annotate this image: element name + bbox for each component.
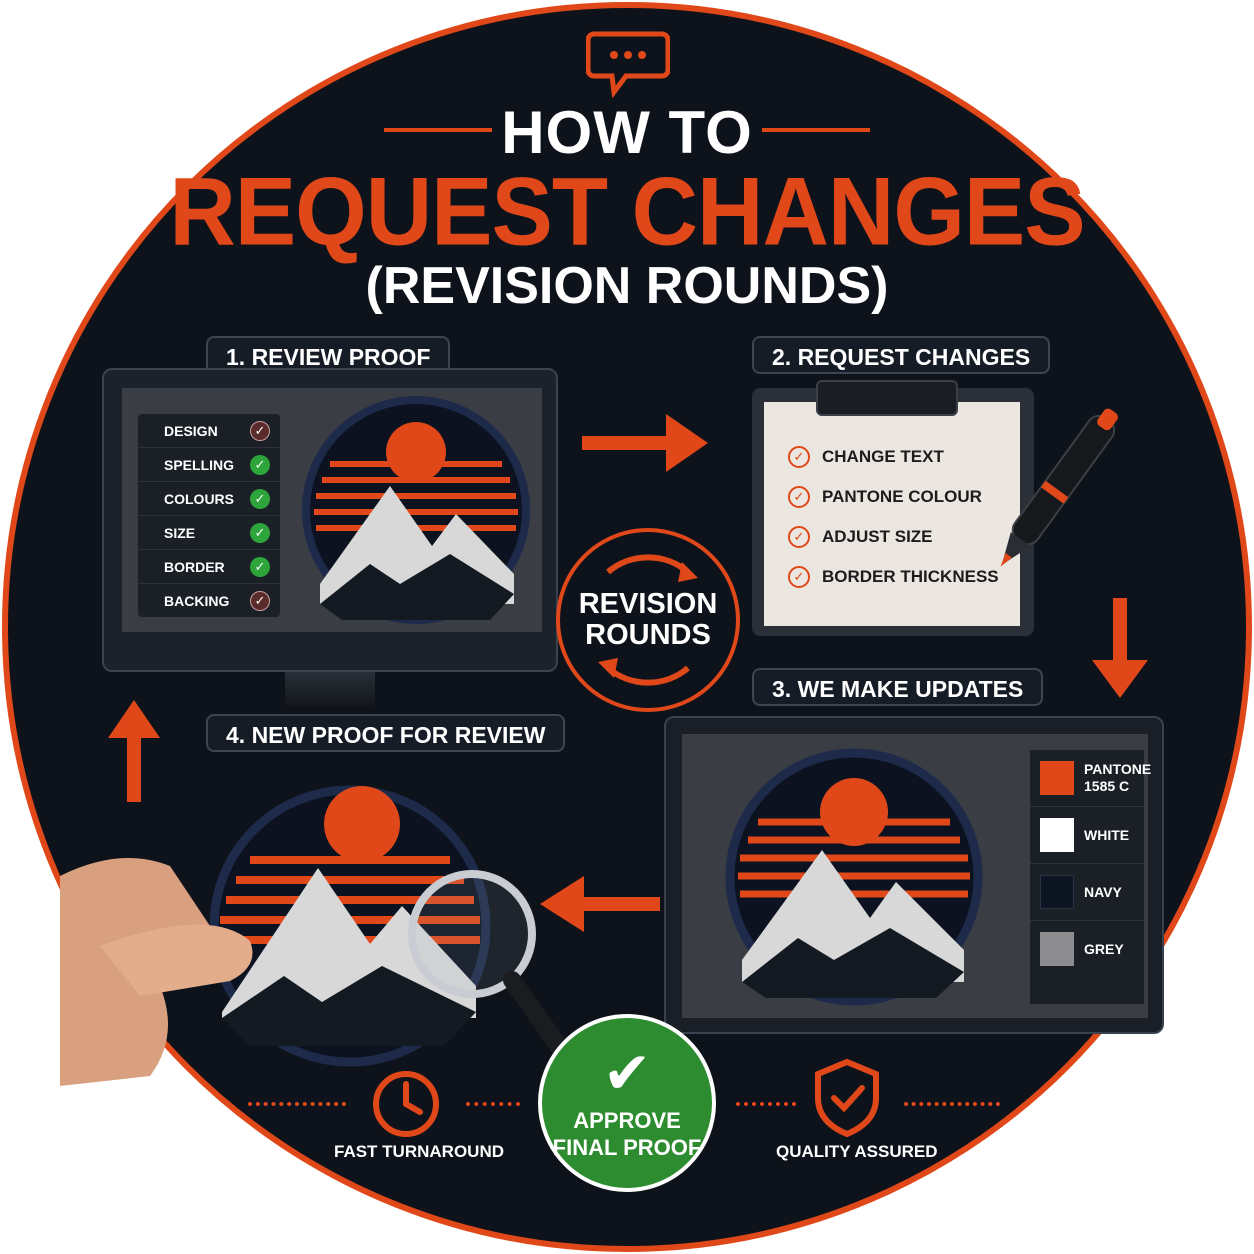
cycle-arrows-icon — [598, 554, 698, 686]
title-rule-left — [384, 128, 492, 132]
swatch-grey — [1040, 932, 1074, 966]
review-checklist: DESIGN✓ SPELLING✓ COLOURS✓ SIZE✓ BORDER✓… — [138, 414, 280, 617]
check-circle-icon: ✓ — [788, 566, 810, 588]
clock-icon — [373, 1071, 439, 1137]
step-label-we-make-updates: 3. WE MAKE UPDATES — [752, 668, 1044, 706]
checklist-item: COLOURS✓ — [138, 482, 280, 516]
dotted-line — [736, 1102, 796, 1106]
change-request-item: ✓ADJUST SIZE — [788, 526, 933, 548]
swatch-row: NAVY — [1030, 864, 1144, 921]
chat-bubble-icon — [586, 31, 670, 98]
dotted-line — [904, 1102, 1000, 1106]
arrow-left-icon — [540, 876, 660, 932]
checklist-item: BACKING✓ — [138, 584, 280, 617]
title-rule-right — [762, 128, 870, 132]
title-how-to: HOW TO — [501, 99, 753, 166]
held-patch-image — [60, 785, 569, 1086]
step-label-review-proof: 1. REVIEW PROOF — [206, 336, 451, 374]
check-circle-icon: ✓ — [788, 526, 810, 548]
swatch-navy — [1040, 875, 1074, 909]
swatch-row: WHITE — [1030, 807, 1144, 864]
clipboard-clip — [816, 380, 958, 416]
check-circle-icon: ✓ — [788, 446, 810, 468]
patch-updated-image — [725, 748, 983, 1006]
fast-turnaround-label: FAST TURNAROUND — [334, 1142, 504, 1161]
desktop-monitor: DESIGN✓ SPELLING✓ COLOURS✓ SIZE✓ BORDER✓… — [102, 368, 558, 672]
monitor-stand — [285, 672, 375, 706]
dotted-line — [248, 1102, 346, 1106]
check-icon: ✓ — [250, 488, 270, 509]
title-request-changes: REQUEST CHANGES — [169, 158, 1085, 266]
revision-line1: REVISION — [578, 588, 718, 620]
swatch-pantone — [1040, 761, 1074, 795]
patch-proof-image — [302, 396, 530, 624]
title-revision-rounds: (REVISION ROUNDS) — [365, 257, 889, 315]
checklist-item: BORDER✓ — [138, 550, 280, 584]
clipboard-paper: ✓CHANGE TEXT ✓PANTONE COLOUR ✓ADJUST SIZ… — [764, 402, 1020, 626]
change-request-item: ✓BORDER THICKNESS — [788, 566, 999, 588]
clipboard: ✓CHANGE TEXT ✓PANTONE COLOUR ✓ADJUST SIZ… — [752, 388, 1034, 636]
swatch-row: GREY — [1030, 921, 1144, 977]
checklist-item: SPELLING✓ — [138, 448, 280, 482]
revision-line2: ROUNDS — [585, 619, 711, 651]
approve-final-proof-badge: ✔ APPROVE FINAL PROOF — [538, 1014, 716, 1192]
arrow-up-icon — [108, 700, 160, 802]
checklist-item: DESIGN✓ — [138, 414, 280, 448]
checklist-item: SIZE✓ — [138, 516, 280, 550]
step-label-new-proof: 4. NEW PROOF FOR REVIEW — [206, 714, 566, 752]
monitor-screen: DESIGN✓ SPELLING✓ COLOURS✓ SIZE✓ BORDER✓… — [122, 388, 542, 632]
check-icon: ✔ — [602, 1041, 652, 1106]
swatch-white — [1040, 818, 1074, 852]
check-circle-icon: ✓ — [788, 486, 810, 508]
arrow-down-icon — [1092, 598, 1148, 698]
shield-check-icon — [815, 1058, 879, 1138]
pen-icon — [1000, 408, 1118, 567]
check-icon: ✓ — [250, 590, 270, 611]
check-icon: ✓ — [250, 522, 270, 543]
check-icon: ✓ — [250, 556, 270, 577]
dotted-line — [466, 1102, 520, 1106]
arrow-right-icon — [582, 414, 708, 472]
change-request-item: ✓CHANGE TEXT — [788, 446, 944, 468]
quality-assured-label: QUALITY ASSURED — [776, 1142, 938, 1161]
check-icon: ✓ — [250, 454, 270, 475]
step-label-request-changes: 2. REQUEST CHANGES — [752, 336, 1051, 374]
check-icon: ✓ — [250, 420, 270, 441]
change-request-item: ✓PANTONE COLOUR — [788, 486, 982, 508]
